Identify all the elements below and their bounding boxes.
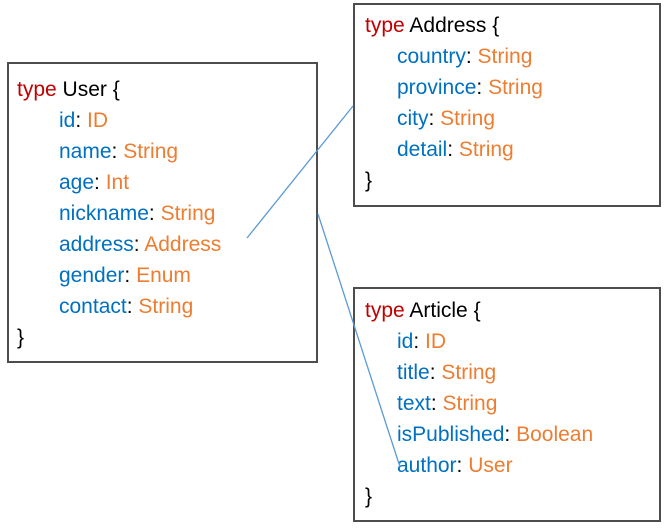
colon: : bbox=[476, 76, 489, 99]
colon: : bbox=[447, 138, 459, 161]
field-type: ID bbox=[425, 330, 447, 353]
field-name: detail bbox=[397, 138, 448, 161]
close-brace: } bbox=[365, 485, 373, 508]
field-row-title: title: String bbox=[365, 357, 649, 388]
field-name: nickname bbox=[59, 202, 149, 225]
colon: : bbox=[430, 392, 443, 415]
field-row-ispublished: isPublished: Boolean bbox=[365, 419, 649, 450]
field-type: String bbox=[138, 295, 194, 318]
field-name: isPublished bbox=[397, 423, 505, 446]
type-box-user: type User { id: ID name: String age: Int… bbox=[7, 62, 318, 363]
colon: : bbox=[465, 45, 478, 68]
field-name: author bbox=[397, 454, 457, 477]
type-header-address: type Address { bbox=[365, 10, 649, 41]
field-name: country bbox=[397, 45, 466, 68]
colon: : bbox=[124, 264, 137, 287]
keyword-type: type bbox=[365, 299, 405, 322]
field-row-city: city: String bbox=[365, 103, 649, 134]
colon: : bbox=[133, 233, 145, 256]
colon: : bbox=[148, 202, 161, 225]
colon: : bbox=[413, 330, 426, 353]
type-box-article: type Article { id: ID title: String text… bbox=[353, 287, 661, 522]
field-name: title bbox=[397, 361, 430, 384]
field-type: String bbox=[477, 45, 533, 68]
colon: : bbox=[456, 454, 469, 477]
colon: : bbox=[429, 361, 442, 384]
field-row-address: address: Address bbox=[17, 229, 308, 260]
close-brace: } bbox=[365, 169, 373, 192]
field-row-age: age: Int bbox=[17, 167, 308, 198]
field-type: String bbox=[123, 140, 179, 163]
field-row-text: text: String bbox=[365, 388, 649, 419]
field-name: city bbox=[397, 107, 429, 130]
field-type: ID bbox=[87, 109, 109, 132]
field-type: Enum bbox=[136, 264, 191, 287]
field-type: Boolean bbox=[516, 423, 594, 446]
field-type: String bbox=[440, 107, 496, 130]
field-name: text bbox=[397, 392, 431, 415]
colon: : bbox=[504, 423, 517, 446]
field-name: id bbox=[397, 330, 414, 353]
colon: : bbox=[111, 140, 124, 163]
field-name: address bbox=[59, 233, 134, 256]
open-brace: { bbox=[467, 299, 481, 322]
field-type: Address bbox=[144, 233, 222, 256]
field-type: String bbox=[160, 202, 216, 225]
field-row-province: province: String bbox=[365, 72, 649, 103]
field-row-detail: detail: String bbox=[365, 134, 649, 165]
field-type: User bbox=[468, 454, 513, 477]
close-brace: } bbox=[17, 326, 25, 349]
field-type: Int bbox=[105, 171, 130, 194]
field-type: String bbox=[488, 76, 543, 99]
close-brace-row: } bbox=[365, 165, 649, 196]
field-name: gender bbox=[59, 264, 125, 287]
keyword-type: type bbox=[365, 14, 405, 37]
type-name: User bbox=[62, 78, 107, 101]
type-name: Article bbox=[409, 299, 468, 322]
field-row-author: author: User bbox=[365, 450, 649, 481]
colon: : bbox=[428, 107, 441, 130]
field-row-country: country: String bbox=[365, 41, 649, 72]
colon: : bbox=[126, 295, 139, 318]
field-row-id: id: ID bbox=[17, 105, 308, 136]
field-name: contact bbox=[59, 295, 127, 318]
type-box-address: type Address { country: String province:… bbox=[353, 3, 661, 207]
field-row-name: name: String bbox=[17, 136, 308, 167]
close-brace-row: } bbox=[365, 481, 649, 512]
field-row-gender: gender: Enum bbox=[17, 260, 308, 291]
type-name: Address bbox=[409, 14, 487, 37]
field-name: age bbox=[59, 171, 95, 194]
field-name: name bbox=[59, 140, 112, 163]
field-name: province bbox=[397, 76, 477, 99]
colon: : bbox=[75, 109, 88, 132]
open-brace: { bbox=[486, 14, 500, 37]
field-type: String bbox=[442, 392, 498, 415]
field-row-id: id: ID bbox=[365, 326, 649, 357]
field-type: String bbox=[441, 361, 497, 384]
field-name: id bbox=[59, 109, 76, 132]
open-brace: { bbox=[106, 78, 120, 101]
type-header-article: type Article { bbox=[365, 295, 649, 326]
field-type: String bbox=[458, 138, 514, 161]
keyword-type: type bbox=[17, 78, 57, 101]
type-header-user: type User { bbox=[17, 74, 308, 105]
field-row-contact: contact: String bbox=[17, 291, 308, 322]
colon: : bbox=[94, 171, 106, 194]
field-row-nickname: nickname: String bbox=[17, 198, 308, 229]
close-brace-row: } bbox=[17, 322, 308, 353]
